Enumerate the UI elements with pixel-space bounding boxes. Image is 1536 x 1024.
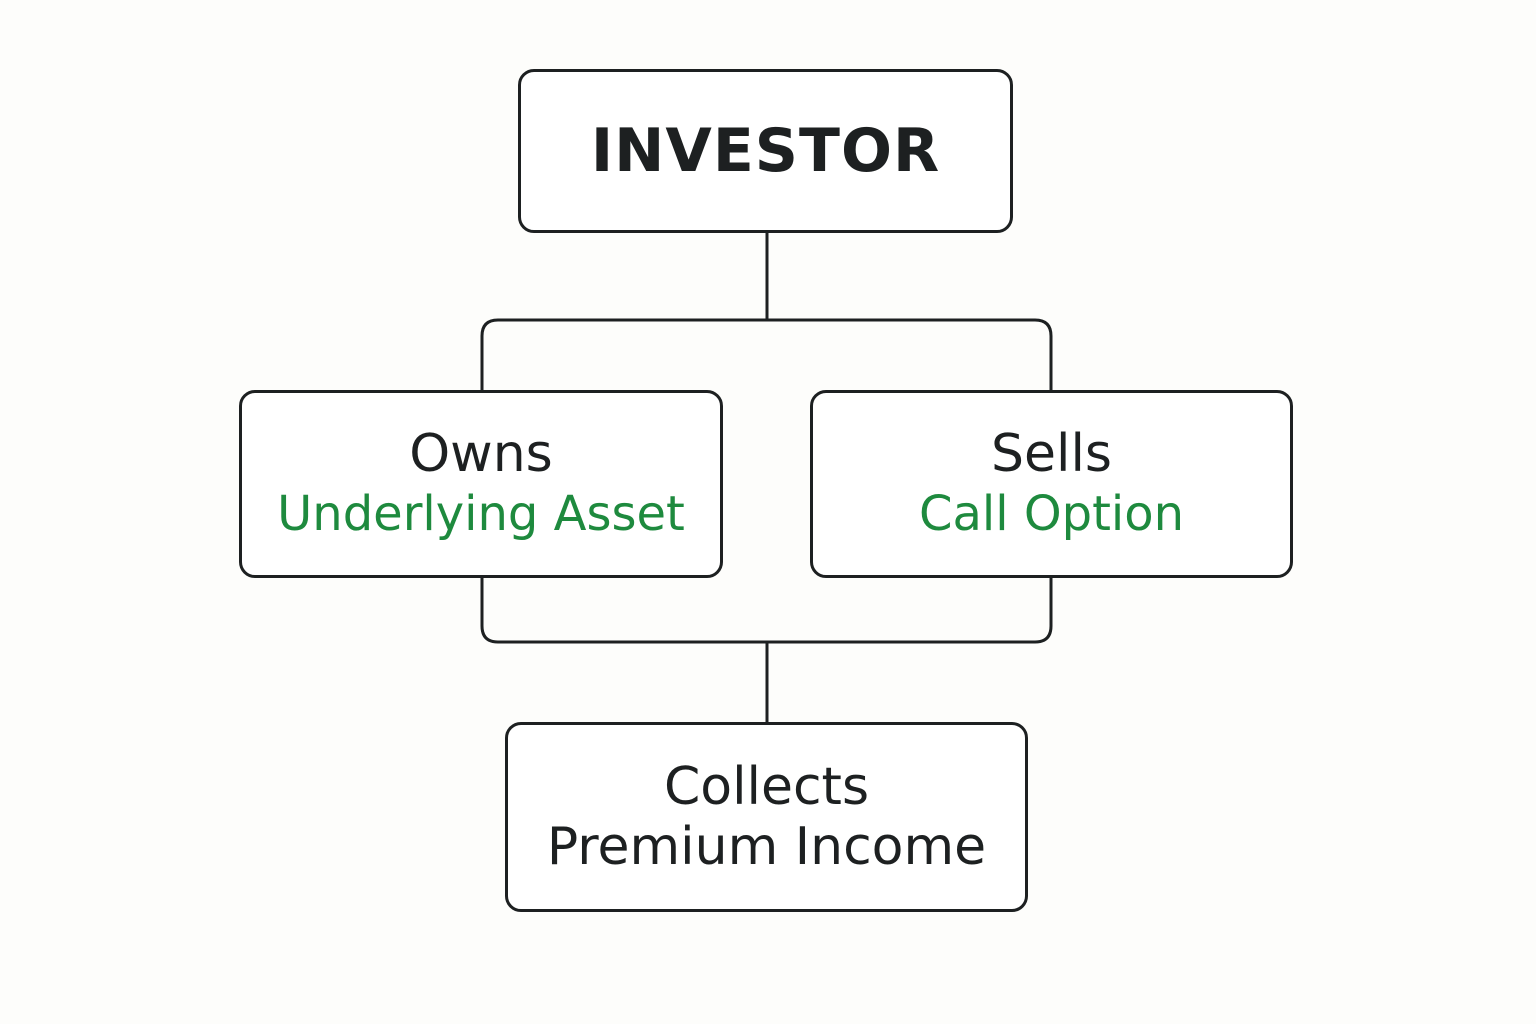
- investor-box: INVESTOR: [518, 69, 1013, 233]
- collects-line2-label: Premium Income: [546, 817, 987, 877]
- investor-label: INVESTOR: [590, 116, 941, 186]
- sells-action-label: Sells: [991, 424, 1112, 484]
- collects-line1-label: Collects: [663, 757, 870, 817]
- owns-object-label: Underlying Asset: [277, 486, 685, 542]
- owns-action-label: Owns: [409, 424, 553, 484]
- sells-object-label: Call Option: [918, 486, 1185, 542]
- owns-box: Owns Underlying Asset: [239, 390, 723, 578]
- connector-frame-bottom: [480, 578, 1053, 644]
- sells-box: Sells Call Option: [810, 390, 1293, 578]
- collects-box: Collects Premium Income: [505, 722, 1028, 912]
- connector-frame-top: [480, 318, 1053, 390]
